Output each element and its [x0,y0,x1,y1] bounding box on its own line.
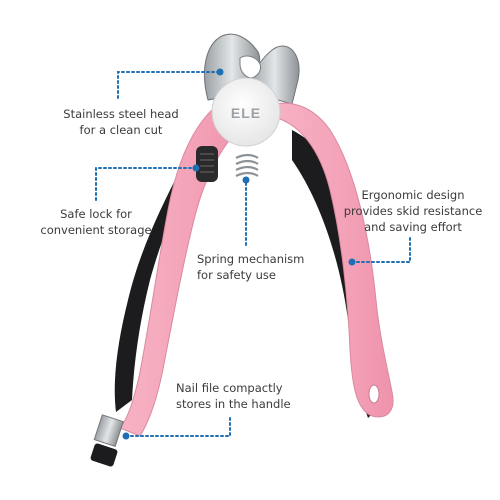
callout-file-text: Nail file compactly stores in the handle [176,380,306,412]
callout-line-lock [95,167,197,201]
callout-line-file [125,417,231,437]
callout-spring-text: Spring mechanism for safety use [197,251,327,283]
callout-lock-line-1: Safe lock for [60,207,132,221]
callout-line-head [117,71,221,99]
callout-spring-line-2: for safety use [197,268,276,282]
callout-lock-line-2: convenient storage [40,223,152,237]
callout-spring-line-1: Spring mechanism [197,252,305,266]
callout-head-line-2: for a clean cut [79,123,163,137]
callout-line-ergonomic [351,237,411,263]
left-grip [114,170,196,412]
safe-lock-slider [196,146,218,182]
callout-ergonomic-text: Ergonomic design provides skid resistanc… [338,187,488,235]
callout-ergonomic-line-3: and saving effort [364,220,462,234]
handle-hang-hole [368,384,380,404]
callout-head-line-1: Stainless steel head [63,107,179,121]
nail-file [90,414,124,467]
right-handle [269,102,394,418]
callout-file-line-1: Nail file compactly [176,381,283,395]
callout-dot-spring [242,176,250,184]
callout-file-line-2: stores in the handle [176,397,291,411]
callout-head-text: Stainless steel head for a clean cut [46,106,196,138]
callout-dot-head [216,68,224,76]
callout-dot-file [122,432,130,440]
spring [235,153,259,177]
callout-dot-ergonomic [348,258,356,266]
callout-ergonomic-line-2: provides skid resistance [343,204,483,218]
callout-lock-text: Safe lock for convenient storage [30,206,162,238]
callout-dot-lock [192,164,200,172]
pivot-disk: ELE [211,77,281,147]
brand-mark: ELE [231,105,261,121]
callout-ergonomic-line-1: Ergonomic design [361,188,465,202]
